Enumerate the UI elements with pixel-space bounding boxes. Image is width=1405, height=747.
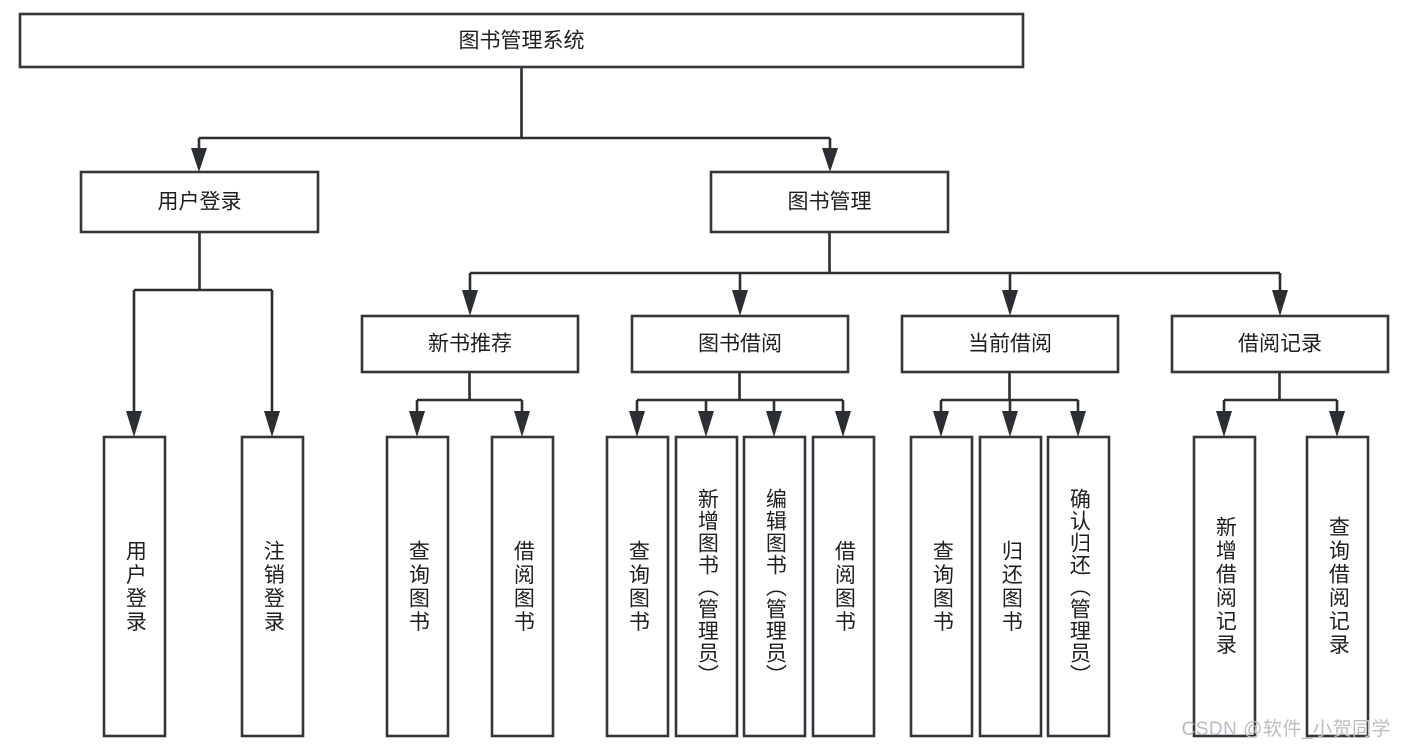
arrow-head-borrow-record [1272,290,1288,316]
leaf-box-layer [102,435,1370,738]
node-book-borrow-box[interactable] [630,314,850,374]
node-user-login-box[interactable] [79,170,320,234]
arrow-head-new-book-recommend [462,290,478,316]
arrow-head-user-login [191,148,207,172]
arrow-head-book-management [822,148,838,172]
node-leaf-add-borrow-record-box[interactable] [1192,435,1257,738]
arrow-head-leaf-add-borrow-record [1216,411,1232,437]
node-leaf-query-book-1-box[interactable] [385,435,450,738]
connector-layer [126,67,1345,437]
arrow-head-leaf-borrow-book-2 [835,411,851,437]
node-root[interactable]: 图书管理系统 [18,12,1025,69]
node-new-book-recommend-box[interactable] [360,314,580,374]
node-book-management-label: 图书管理 [788,191,872,214]
node-root-label: 图书管理系统 [459,30,585,53]
node-borrow-record-box[interactable] [1170,314,1390,374]
arrow-head-leaf-query-book-2 [629,411,645,437]
node-user-login[interactable]: 用户登录 [79,170,320,234]
node-leaf-borrow-book-1-box[interactable] [490,435,555,738]
node-current-borrow[interactable]: 当前借阅 [900,314,1120,374]
node-leaf-query-book-2-box[interactable] [605,435,670,738]
node-leaf-query-borrow-record-box[interactable] [1305,435,1370,738]
node-book-management[interactable]: 图书管理 [709,170,950,234]
node-leaf-add-book-admin-box[interactable] [674,435,739,738]
arrow-head-leaf-borrow-book-1 [514,411,530,437]
node-user-login-label: 用户登录 [158,191,242,214]
arrow-head-leaf-user-login [126,411,142,437]
node-current-borrow-label: 当前借阅 [968,333,1052,356]
arrow-head-current-borrow [1002,290,1018,316]
node-borrow-record[interactable]: 借阅记录 [1170,314,1390,374]
node-new-book-recommend-label: 新书推荐 [428,333,512,356]
node-leaf-query-book-3-box[interactable] [909,435,974,738]
node-leaf-logout-login-box[interactable] [240,435,305,738]
node-leaf-user-login-box[interactable] [102,435,167,738]
arrow-head-leaf-query-book-1 [409,411,425,437]
arrow-head-leaf-logout-login [264,411,280,437]
arrow-head-leaf-query-borrow-record [1329,411,1345,437]
node-root-box[interactable] [18,12,1025,69]
node-book-borrow[interactable]: 图书借阅 [630,314,850,374]
node-borrow-record-label: 借阅记录 [1238,333,1322,356]
node-leaf-return-book-box[interactable] [978,435,1043,738]
arrow-head-leaf-return-book [1002,411,1018,437]
arrow-head-leaf-add-book-admin [698,411,714,437]
node-current-borrow-box[interactable] [900,314,1120,374]
arrow-head-leaf-query-book-3 [933,411,949,437]
arrow-head-leaf-confirm-return-admin [1070,411,1086,437]
watermark-text: CSDN @软件_小贺同学 [1181,719,1391,740]
node-new-book-recommend[interactable]: 新书推荐 [360,314,580,374]
arrow-head-book-borrow [732,290,748,316]
node-leaf-confirm-return-admin-box[interactable] [1046,435,1111,738]
node-book-management-box[interactable] [709,170,950,234]
node-leaf-edit-book-admin-box[interactable] [742,435,807,738]
node-book-borrow-label: 图书借阅 [698,333,782,356]
node-leaf-borrow-book-2-box[interactable] [811,435,876,738]
arrow-head-leaf-edit-book-admin [766,411,782,437]
